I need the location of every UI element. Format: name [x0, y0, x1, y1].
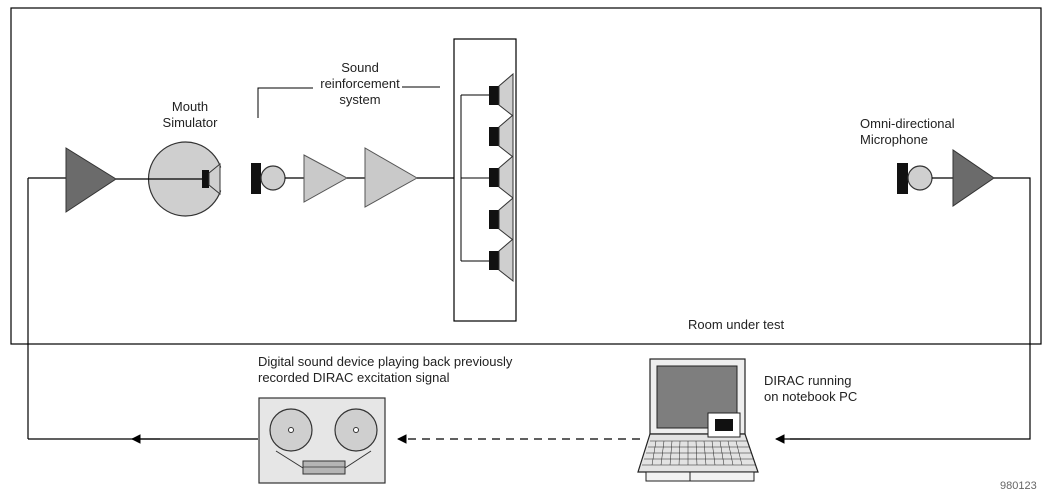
reinforcement-bracket — [257, 86, 440, 118]
figure-number: 980123 — [1000, 480, 1037, 492]
mouth-simulator-label: Mouth Simulator — [150, 99, 230, 131]
omni-microphone-label-line1: Omni-directional — [860, 116, 955, 131]
microphone-icon — [897, 163, 953, 194]
mouth-simulator-label-line1: Mouth — [171, 99, 209, 114]
room-boundary — [10, 7, 1042, 345]
dirac-notebook-label: DIRAC running on notebook PC — [764, 373, 857, 405]
sound-reinforcement-label-line3: system — [339, 92, 381, 107]
sound-reinforcement-label-line1: Sound — [341, 60, 379, 75]
sound-reinforcement-label-line2: reinforcement — [320, 76, 400, 91]
digital-sound-device-label-line1: Digital sound device playing back previo… — [258, 354, 513, 369]
omni-microphone-label-line2: Microphone — [860, 132, 928, 147]
mouth-simulator-icon — [147, 141, 222, 217]
room-under-test-label: Room under test — [688, 317, 785, 332]
dirac-notebook-label-line1: DIRAC running — [764, 373, 852, 388]
omni-microphone-label: Omni-directional Microphone — [860, 116, 955, 148]
loudspeaker-icon — [489, 237, 514, 283]
power-amplifier-icon — [65, 147, 117, 213]
dirac-notebook-label-line2: on notebook PC — [764, 389, 858, 404]
reinforcement-microphone-icon — [251, 163, 304, 194]
tape-recorder-icon — [258, 397, 386, 484]
notebook-pc-icon — [637, 358, 759, 482]
digital-sound-device-label: Digital sound device playing back previo… — [258, 354, 512, 386]
mic-to-notebook-wire — [775, 177, 1031, 444]
mouth-simulator-label-line2: Simulator — [162, 115, 218, 130]
device-to-amplifier-wire — [27, 178, 258, 444]
preamplifier-icon — [303, 154, 365, 203]
loudspeaker-wiring — [460, 94, 490, 262]
microphone-preamplifier-icon — [952, 149, 995, 207]
digital-sound-device-label-line2: recorded DIRAC excitation signal — [258, 370, 450, 385]
sound-reinforcement-label: Sound reinforcement system — [310, 60, 410, 108]
